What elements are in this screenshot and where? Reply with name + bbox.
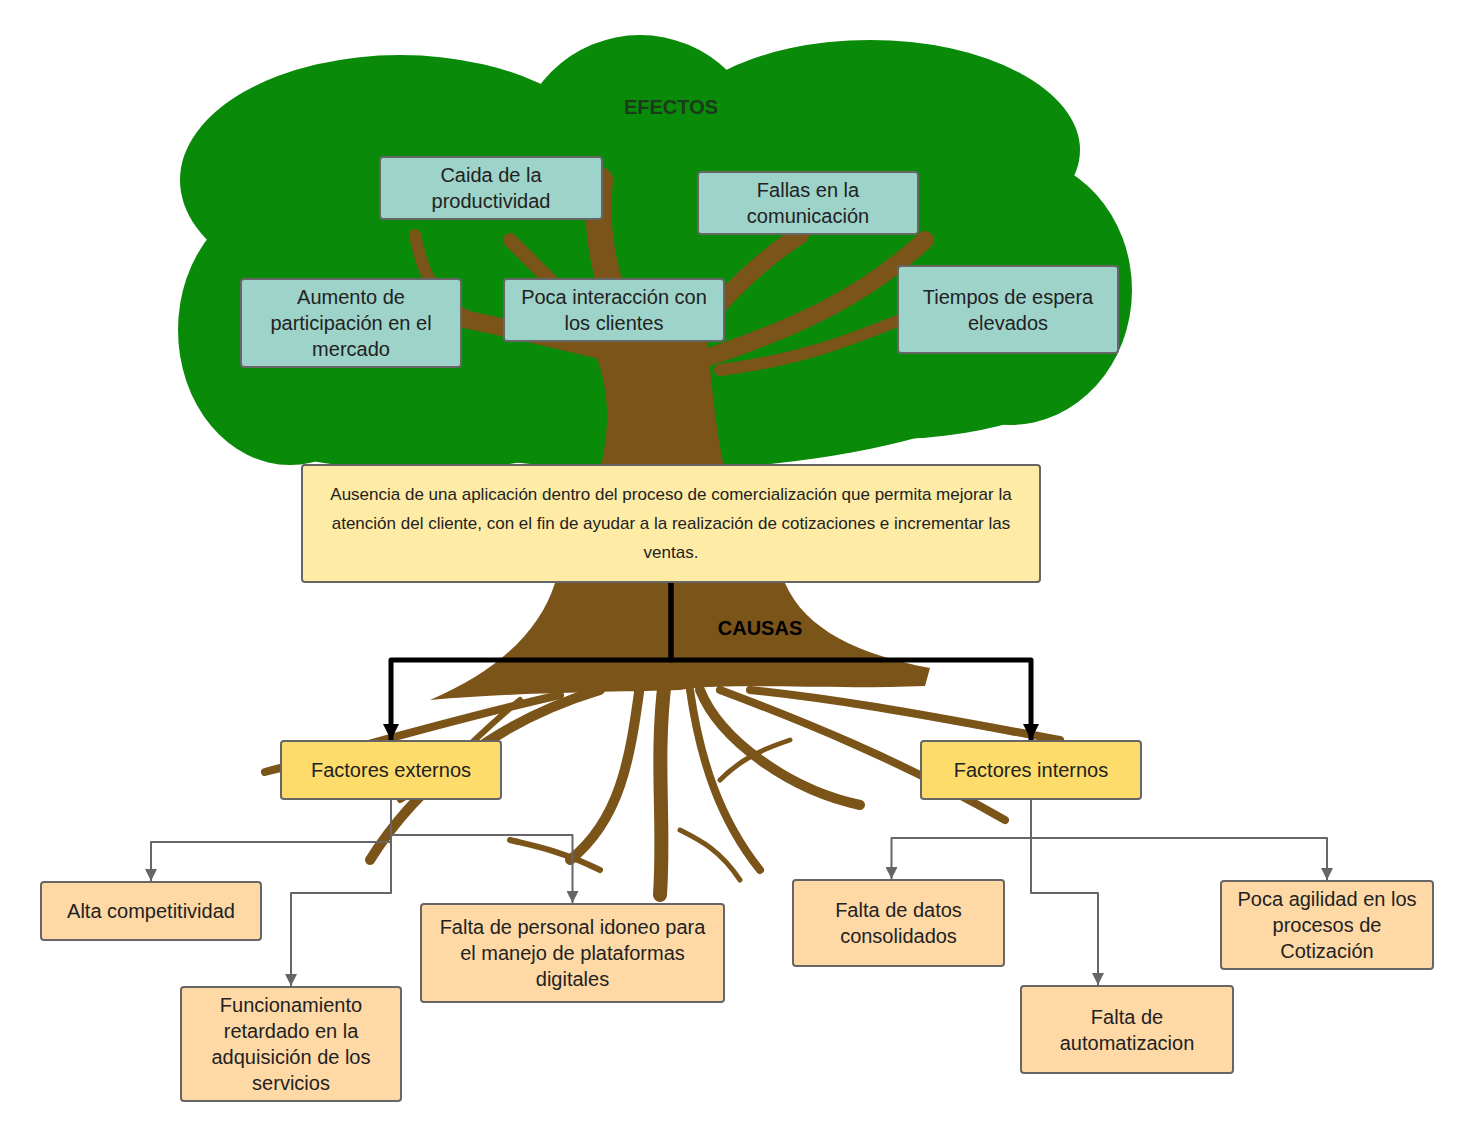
node-text: Poca interacción con los clientes — [513, 284, 715, 336]
cause-connector — [1031, 800, 1327, 880]
effect-box: Caida de la productividad — [379, 156, 603, 220]
node-text: Alta competitividad — [67, 898, 235, 924]
section-heading: EFECTOS — [624, 96, 718, 119]
node-text: Factores externos — [311, 757, 471, 783]
cause-connector — [391, 800, 573, 903]
canopy — [178, 35, 1132, 470]
node-text: Falta de personal idoneo para el manejo … — [430, 914, 715, 992]
effect-box: Fallas en la comunicación — [697, 171, 919, 235]
text-group: Poca agilidad en los procesos de Cotizac… — [1230, 886, 1424, 964]
text-group: Funcionamiento retardado en la adquisici… — [190, 992, 392, 1096]
main-connector — [671, 583, 1031, 740]
text-group: Falta de datos consolidados — [802, 897, 995, 949]
text-group: Tiempos de espera elevados — [907, 284, 1109, 336]
text-group: Factores externos — [311, 757, 471, 783]
node-text: Fallas en la comunicación — [707, 177, 909, 229]
node-text: Falta de datos consolidados — [802, 897, 995, 949]
text-group: Poca interacción con los clientes — [513, 284, 715, 336]
cause-box: Funcionamiento retardado en la adquisici… — [180, 986, 402, 1102]
cause-connector — [291, 800, 391, 986]
effect-box: Aumento de participación en el mercado — [240, 278, 462, 368]
node-text: Funcionamiento retardado en la adquisici… — [190, 992, 392, 1096]
node-text: Ausencia de una aplicación dentro del pr… — [307, 480, 1035, 567]
text-group: Caida de la productividad — [389, 162, 593, 214]
cause-connector — [892, 800, 1032, 879]
cause-connector — [1031, 800, 1098, 985]
effect-box: Poca interacción con los clientes — [503, 278, 725, 342]
text-group: Falta de automatizacion — [1030, 1004, 1224, 1056]
cause-box: Falta de datos consolidados — [792, 879, 1005, 967]
factor-box: Factores externos — [280, 740, 502, 800]
node-text: Aumento de participación en el mercado — [250, 284, 452, 362]
text-group: Falta de personal idoneo para el manejo … — [430, 914, 715, 992]
text-group: Fallas en la comunicación — [707, 177, 909, 229]
main-connector — [391, 583, 671, 740]
trunk — [585, 325, 725, 470]
cause-connector — [151, 800, 391, 881]
trunk-base — [430, 583, 930, 700]
text-group: Ausencia de una aplicación dentro del pr… — [307, 480, 1035, 567]
cause-box: Falta de personal idoneo para el manejo … — [420, 903, 725, 1003]
problem-box: Ausencia de una aplicación dentro del pr… — [301, 464, 1041, 583]
node-text: Caida de la productividad — [389, 162, 593, 214]
cause-box: Falta de automatizacion — [1020, 985, 1234, 1074]
text-group: Alta competitividad — [67, 898, 235, 924]
cause-box: Poca agilidad en los procesos de Cotizac… — [1220, 880, 1434, 970]
node-text: Falta de automatizacion — [1030, 1004, 1224, 1056]
text-group: Aumento de participación en el mercado — [250, 284, 452, 362]
node-text: Poca agilidad en los procesos de Cotizac… — [1230, 886, 1424, 964]
effect-box: Tiempos de espera elevados — [897, 265, 1119, 354]
cause-box: Alta competitividad — [40, 881, 262, 941]
factor-box: Factores internos — [920, 740, 1142, 800]
text-group: Factores internos — [954, 757, 1109, 783]
node-text: Factores internos — [954, 757, 1109, 783]
node-text: Tiempos de espera elevados — [907, 284, 1109, 336]
section-heading: CAUSAS — [718, 617, 802, 640]
